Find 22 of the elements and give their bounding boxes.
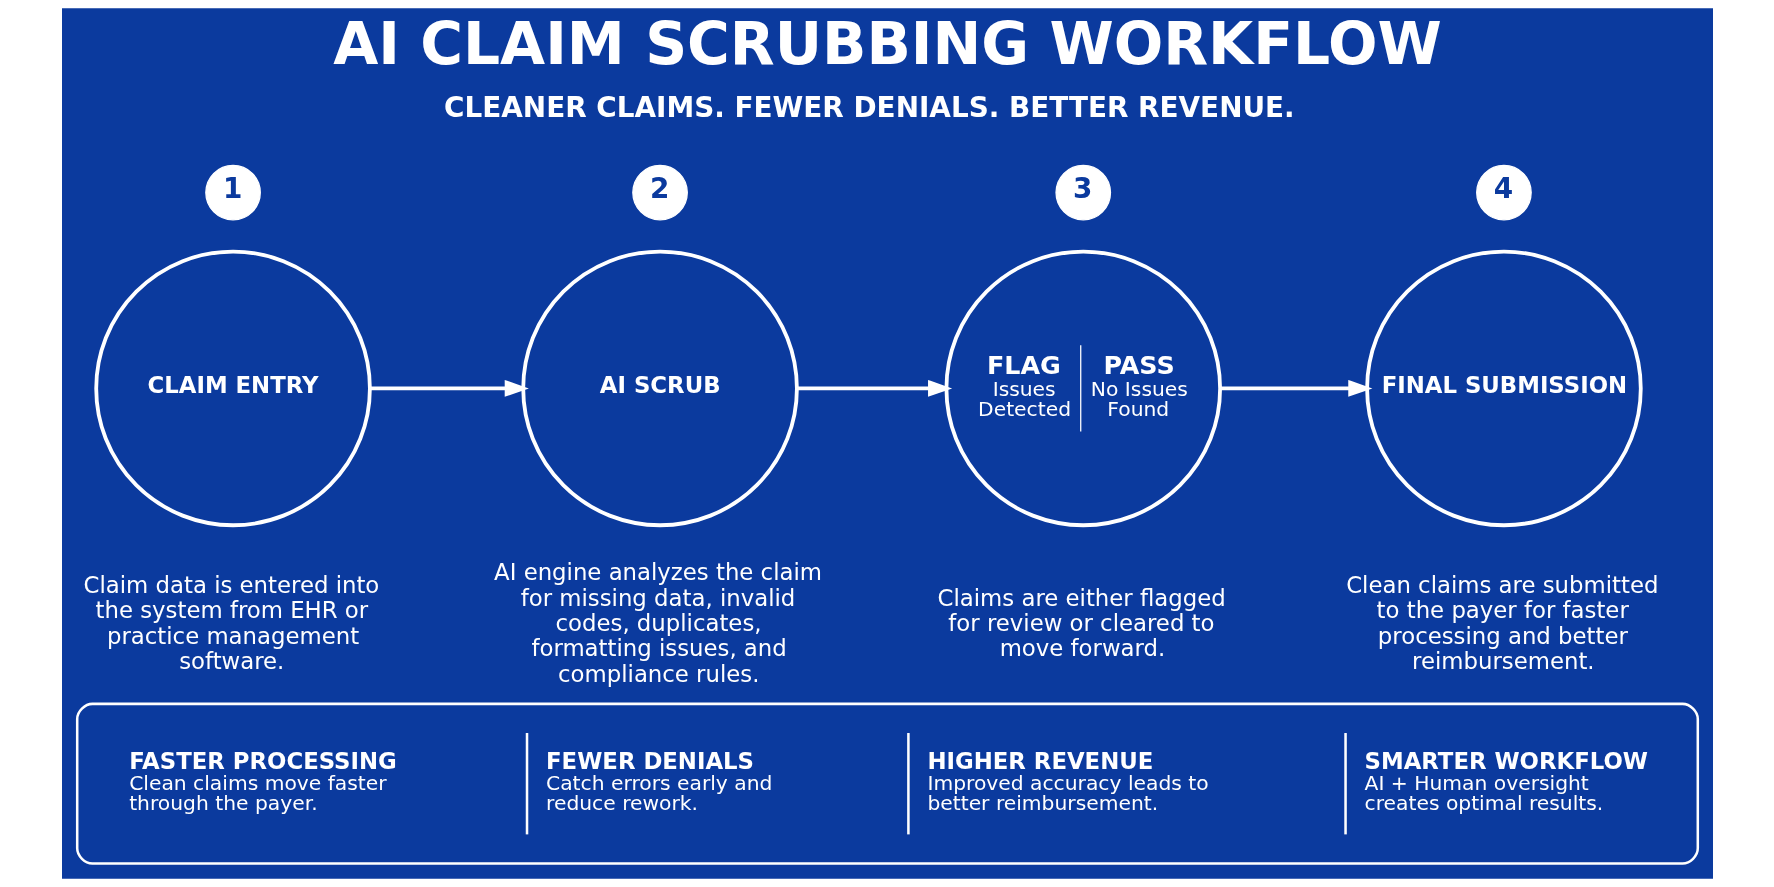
node-label: 4: [1493, 172, 1513, 206]
node-circle: FINAL SUBMISSION: [1364, 249, 1643, 528]
arrow: [796, 379, 952, 397]
node-circle: FLAG Issues Detected PASS No Issues Found: [944, 249, 1222, 528]
node-circle: AI SCRUB: [520, 249, 799, 528]
arrow: [369, 379, 529, 397]
arrow: [1219, 379, 1372, 397]
node-text: SMARTER WORKFLOW AI + Human oversight creates optimal results.: [1364, 748, 1648, 816]
label: CLEANER CLAIMS. FEWER DENIALS. BETTER REVENUE.: [443, 90, 1295, 124]
node-label: 2: [649, 172, 669, 206]
cluster: [75, 702, 1699, 865]
diagram-title: AI CLAIM SCRUBBING WORKFLOW: [332, 9, 1442, 78]
node-label: 3: [1072, 172, 1093, 206]
node-label: 1: [222, 172, 242, 206]
node-text: FEWER DENIALS Catch errors early and reduce rework.: [545, 748, 772, 816]
node-label: Claims are either flagged for review or cleared to move forward.: [937, 584, 1226, 662]
node-label: Clean claims are submitted to the payer for faster processing and better reimbursement.: [1345, 571, 1658, 674]
node-circle: CLAIM ENTRY: [93, 249, 372, 528]
node-text: HIGHER REVENUE Improved accuracy leads to better reimbursement.: [926, 748, 1209, 816]
node-label: Claim data is entered into the system from EHR or practice management software.: [83, 571, 379, 674]
node-label: AI engine analyzes the claim for missing data, invalid codes, duplicates, formatting issues, and compliance rules.: [493, 559, 822, 687]
node-text: FASTER PROCESSING Clean claims move faster through the payer.: [128, 748, 397, 816]
